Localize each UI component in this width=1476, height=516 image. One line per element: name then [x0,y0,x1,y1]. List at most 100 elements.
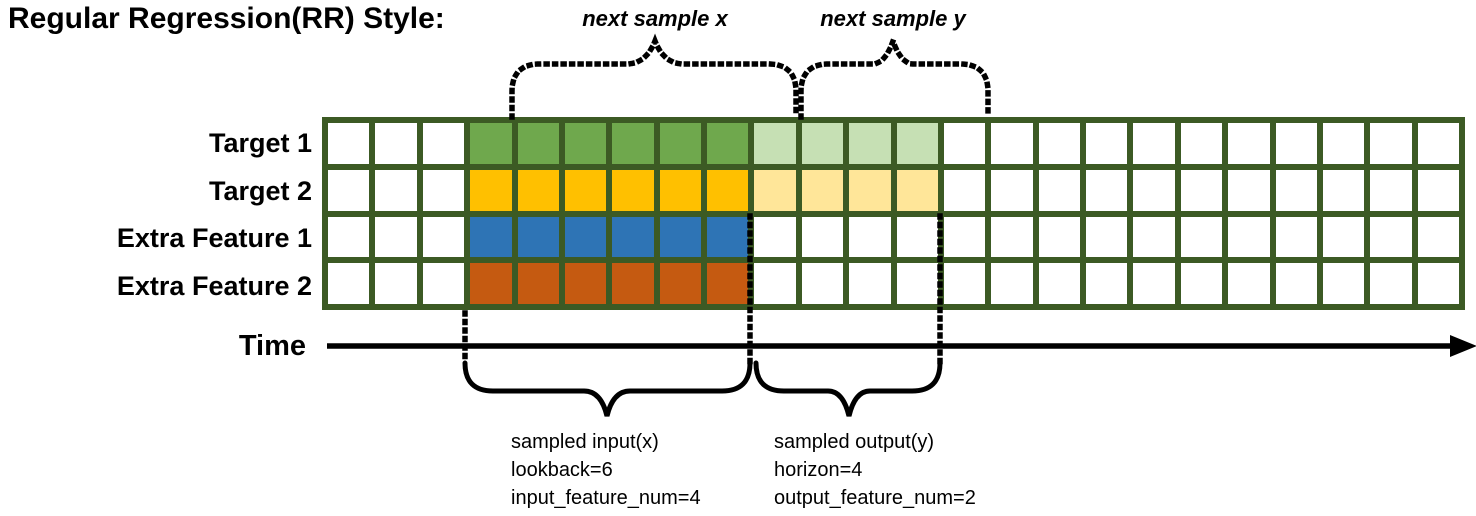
grid-cell [754,216,796,258]
grid-cell [564,123,607,164]
grid-cell [801,216,844,258]
grid-cell [896,216,938,258]
grid-cell [943,123,986,164]
grid-cell [1322,216,1365,258]
grid-cell [328,123,370,164]
grid-cell [1086,216,1128,258]
grid-cell [801,123,844,164]
grid-cell [1370,216,1412,258]
grid-cell [1370,169,1412,211]
grid-cell [943,169,986,211]
grid-cell [375,216,417,258]
grid-cell [1417,169,1459,211]
sampled-input-caption: sampled input(x) lookback=6 input_featur… [511,428,701,512]
grid-cell [943,216,986,258]
grid-cell [849,216,891,258]
grid-cell [470,263,512,304]
grid-cell [707,263,749,304]
grid-cell [470,123,512,164]
grid-cell [659,216,701,258]
grid-cell [612,123,654,164]
grid-cell [328,216,370,258]
grid-cell [1133,123,1175,164]
diagram-title: Regular Regression(RR) Style: [8,2,445,35]
grid-cell [754,123,796,164]
row-label-target-1: Target 1 [208,128,312,158]
grid-cell [517,123,559,164]
grid-cell [659,123,701,164]
sampled-output-caption: sampled output(y) horizon=4 output_featu… [774,428,976,512]
grid-cell [1275,263,1317,304]
grid-cell [707,216,749,258]
grid-cell [1038,123,1080,164]
grid-cell [1228,216,1270,258]
row-label-target-2: Target 2 [208,175,312,206]
grid-cell [1133,216,1175,258]
grid-cell [1370,263,1412,304]
grid-cell [896,123,938,164]
grid-cell [470,216,512,258]
grid-cell [1086,263,1128,304]
grid-cell [375,263,417,304]
grid-cell [1275,169,1317,211]
grid-cell [659,169,701,211]
grid-cell [1228,123,1270,164]
grid-cell [422,216,465,258]
time-axis-label: Time [238,330,306,362]
grid-cell [1275,216,1317,258]
grid-cell [754,169,796,211]
grid-cell [470,169,512,211]
grid-cell [707,123,749,164]
grid-cell [849,263,891,304]
grid-cell [1133,169,1175,211]
grid-cell [1180,216,1223,258]
grid-cell [375,123,417,164]
grid-cell [1038,263,1080,304]
grid-cell [896,169,938,211]
grid-cell [422,263,465,304]
grid-cell [1228,169,1270,211]
grid-cell [1275,123,1317,164]
grid-cell [1086,123,1128,164]
next-sample-x-label: next sample x [582,6,728,31]
input-feature-num-value: input_feature_num=4 [511,487,701,509]
grid-cell [801,263,844,304]
grid-cell [991,216,1033,258]
grid-cell [517,263,559,304]
grid-cell [659,263,701,304]
grid-cell [1228,263,1270,304]
grid-cell [896,263,938,304]
grid-cell [801,169,844,211]
grid-cell [1417,123,1459,164]
grid-cell [422,169,465,211]
grid-cell [1322,169,1365,211]
grid-cell [564,216,607,258]
time-series-grid [322,117,1465,310]
grid-cell [991,169,1033,211]
grid-cell [707,169,749,211]
grid-cell [1370,123,1412,164]
grid-cell [991,123,1033,164]
grid-cell [1038,216,1080,258]
grid-cell [754,263,796,304]
sampled-output-brace [753,360,943,417]
sampled-input-title: sampled input(x) [511,431,659,453]
grid-cell [517,169,559,211]
grid-cell [422,123,465,164]
time-axis-arrowhead [1450,335,1476,357]
grid-cell [328,169,370,211]
horizon-value: horizon=4 [774,459,863,481]
grid-cell [991,263,1033,304]
grid-cell [612,169,654,211]
sampled-output-title: sampled output(y) [774,431,935,453]
grid-cell [1417,263,1459,304]
next-sample-y-label: next sample y [820,6,966,31]
grid-cell [1322,123,1365,164]
output-feature-num-value: output_feature_num=2 [774,487,976,509]
grid-cell [375,169,417,211]
grid-cell [1180,169,1223,211]
grid-cell [612,263,654,304]
next-sample-y-brace [798,32,991,120]
